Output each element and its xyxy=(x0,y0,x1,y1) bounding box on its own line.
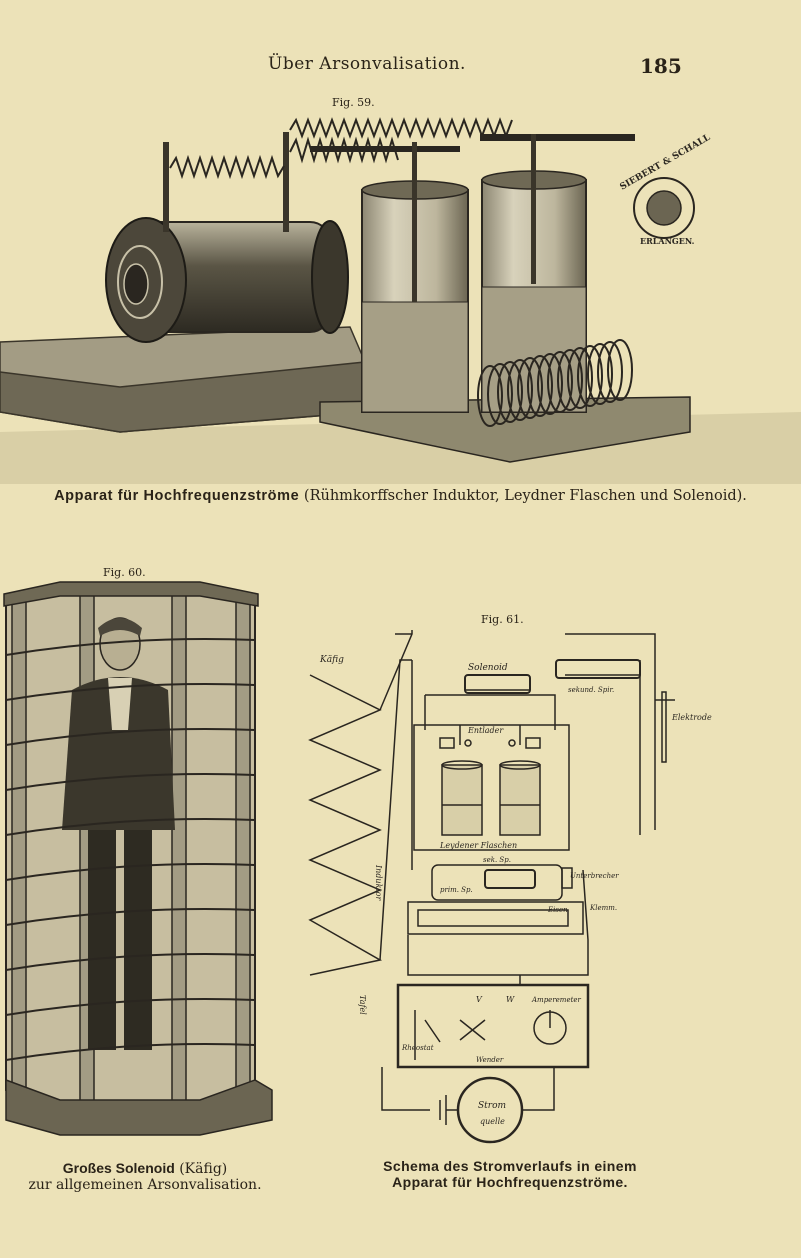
label-w: W xyxy=(506,995,515,1004)
label-prim-sp: prim. Sp. xyxy=(440,886,473,894)
fig59-apparatus-illustration: SIEBERT & SCHALL ERLANGEN. xyxy=(0,117,801,484)
label-rheostat: Rheostat xyxy=(401,1044,434,1052)
fig60-caption-line2: zur allgemeinen Arsonvalisation. xyxy=(28,1177,262,1193)
label-amperemeter: Amperemeter xyxy=(531,996,582,1004)
label-strom: Strom xyxy=(478,1101,506,1111)
fig60-caption: Großes Solenoid (Käfig) zur allgemeinen … xyxy=(0,1160,290,1193)
fig59-caption-bold: Apparat für Hochfrequenzströme xyxy=(54,488,300,504)
label-entlader: Entlader xyxy=(467,726,504,735)
label-v: V xyxy=(476,995,483,1004)
label-eisen: Eisen xyxy=(547,906,568,914)
label-wender: Wender xyxy=(476,1056,504,1064)
fig59-label: Fig. 59. xyxy=(332,96,375,109)
fig59-caption: Apparat für Hochfrequenzströme (Rühmkorf… xyxy=(0,488,801,504)
label-kleinm: Klemm. xyxy=(589,904,617,912)
running-header-title: Über Arsonvalisation. xyxy=(268,54,466,74)
fig60-caption-paren: (Käfig) xyxy=(179,1161,228,1177)
fig61-schematic: Käfig Solenoid sekund. Spir. Elektrode E… xyxy=(308,630,712,1144)
label-sek-sp: sek. Sp. xyxy=(483,856,511,864)
fig61-label: Fig. 61. xyxy=(481,613,524,626)
label-elektrode: Elektrode xyxy=(671,713,712,722)
fig61-caption-line1: Schema des Stromverlaufs in einem xyxy=(383,1158,637,1174)
label-quelle: quelle xyxy=(480,1117,505,1126)
manufacturer-stamp: SIEBERT & SCHALL ERLANGEN. xyxy=(619,132,713,246)
stamp-top-text: SIEBERT & SCHALL xyxy=(619,132,713,192)
fig60-label: Fig. 60. xyxy=(103,566,146,579)
label-kafig: Käfig xyxy=(319,655,344,665)
page-number: 185 xyxy=(640,54,682,78)
fig61-caption-line2: Apparat für Hochfrequenzströme. xyxy=(392,1174,628,1190)
label-sekundar: sekund. Spir. xyxy=(568,686,614,694)
label-unterbrecher: Unterbrecher xyxy=(570,872,619,880)
fig60-caption-bold: Großes Solenoid xyxy=(62,1160,175,1176)
label-tafel: Tafel xyxy=(358,995,367,1015)
label-solenoid: Solenoid xyxy=(468,663,508,673)
label-leydener: Leydener Flaschen xyxy=(439,841,517,850)
label-induktor: Induktor xyxy=(374,864,383,901)
stamp-bottom-text: ERLANGEN. xyxy=(640,236,695,246)
fig59-caption-rest: (Rühmkorffscher Induktor, Leydner Flasch… xyxy=(303,488,747,504)
fig60-cage-illustration xyxy=(3,581,273,1136)
fig61-caption: Schema des Stromverlaufs in einem Appara… xyxy=(360,1158,660,1190)
